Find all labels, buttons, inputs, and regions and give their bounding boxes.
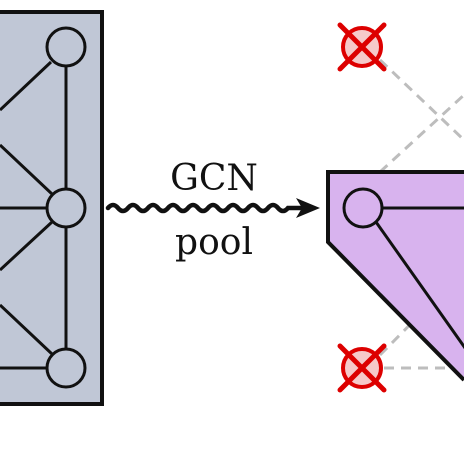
graph-node	[342, 187, 384, 229]
removed-edge	[378, 58, 464, 142]
graph-edge	[0, 60, 53, 112]
input-graph	[0, 10, 104, 406]
graph-node	[45, 26, 87, 68]
x-stroke	[337, 22, 387, 72]
arrow-label-pool: pool	[175, 222, 253, 263]
arrow-label-gcn: GCN	[170, 158, 258, 199]
graph-edge	[0, 220, 54, 272]
squiggly-arrow-icon	[105, 202, 308, 214]
graph-edge	[0, 303, 54, 356]
graph-edge	[374, 221, 464, 350]
graph-node	[45, 187, 87, 229]
graph-node	[45, 347, 87, 389]
removed-node	[337, 22, 387, 72]
x-stroke	[337, 343, 387, 393]
removed-node	[337, 343, 387, 393]
pooled-graph	[326, 170, 464, 382]
graph-edge	[0, 143, 54, 196]
arrow-head-icon	[296, 198, 320, 218]
removed-edge	[378, 93, 464, 174]
gcn-pool-arrow: GCN pool	[105, 158, 320, 263]
